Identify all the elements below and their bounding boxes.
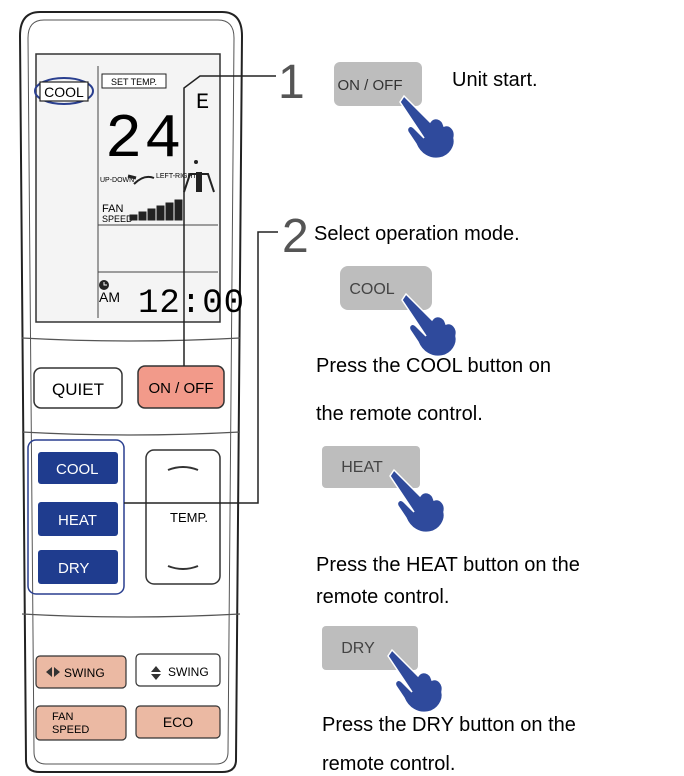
lcd-content: COOL SET TEMP. 24 E UP-DOWN LEFT-RIGHT F… bbox=[34, 73, 245, 323]
temp-label: TEMP. bbox=[170, 510, 208, 525]
mode-dry-button-illustration: DRY bbox=[322, 626, 444, 714]
fan-level-bar bbox=[147, 208, 156, 221]
remote-dry-label: DRY bbox=[58, 560, 89, 577]
swing-lr-arrows-icon bbox=[46, 667, 60, 677]
lcd-fan-label-1: FAN bbox=[102, 203, 123, 215]
fan-level-bars bbox=[129, 199, 183, 221]
mode-cool-button-illustration: COOL bbox=[340, 266, 458, 358]
mode-dry-button-label: DRY bbox=[341, 640, 375, 657]
temp-rocker[interactable]: TEMP. bbox=[145, 449, 221, 585]
remote-dry-button[interactable]: DRY bbox=[38, 550, 118, 584]
temp-down-icon[interactable] bbox=[167, 565, 199, 570]
step-1-number: 1 bbox=[278, 56, 305, 109]
eco-button[interactable]: ECO bbox=[135, 705, 221, 739]
lcd-am-label: AM bbox=[99, 289, 120, 305]
lcd-temperature: 24 bbox=[105, 104, 183, 175]
swing-lr-label: SWING bbox=[64, 666, 105, 680]
remote-heat-label: HEAT bbox=[58, 512, 97, 529]
pointing-hand-icon bbox=[399, 95, 456, 160]
fan-speed-label-2: SPEED bbox=[52, 724, 89, 736]
swing-ud-arrows-icon bbox=[151, 666, 161, 680]
remote-heat-button[interactable]: HEAT bbox=[38, 502, 118, 536]
lcd-updown-label: UP-DOWN bbox=[100, 177, 134, 184]
step-2-text: Select operation mode. bbox=[314, 223, 520, 245]
fan-level-bar bbox=[174, 199, 183, 221]
step-2-number: 2 bbox=[282, 210, 309, 263]
remote-on-off-button[interactable]: ON / OFF bbox=[137, 365, 225, 409]
cool-highlight-ring bbox=[34, 77, 94, 105]
fan-speed-label-1: FAN bbox=[52, 711, 73, 723]
fan-level-bar bbox=[156, 205, 165, 221]
step-1-text: Unit start. bbox=[452, 69, 538, 91]
mode-dry-line-2: remote control. bbox=[322, 753, 455, 775]
swing-updown-button[interactable]: SWING bbox=[135, 653, 221, 687]
mode-dry-line-1: Press the DRY button on the bbox=[322, 714, 576, 736]
swing-ud-label: SWING bbox=[168, 665, 209, 679]
mode-heat-button-illustration: HEAT bbox=[322, 446, 446, 534]
swing-updown-icon bbox=[133, 175, 155, 185]
remote-on-off-label: ON / OFF bbox=[149, 380, 214, 397]
step-1-on-off-button: ON / OFF bbox=[334, 62, 456, 160]
mode-cool-button-label: COOL bbox=[349, 281, 394, 298]
mode-heat-line-1: Press the HEAT button on the bbox=[316, 554, 580, 576]
remote-cool-label: COOL bbox=[56, 461, 99, 478]
lcd-unit: E bbox=[196, 90, 209, 115]
quiet-button-label: QUIET bbox=[52, 380, 104, 399]
lcd-mode-text: COOL bbox=[44, 84, 84, 100]
remote-cool-button[interactable]: COOL bbox=[38, 452, 118, 484]
fan-speed-button[interactable]: FAN SPEED bbox=[35, 705, 127, 741]
step-1-button-label: ON / OFF bbox=[338, 77, 403, 94]
mode-heat-line-2: remote control. bbox=[316, 586, 449, 608]
mode-button-group bbox=[27, 439, 125, 595]
lcd-set-temp-label: SET TEMP. bbox=[111, 77, 157, 87]
mode-cool-line-1: Press the COOL button on bbox=[316, 355, 551, 377]
eco-label: ECO bbox=[163, 714, 193, 730]
temp-up-icon[interactable] bbox=[167, 466, 199, 471]
mode-heat-button-label: HEAT bbox=[341, 459, 383, 476]
callout-leaders bbox=[124, 75, 278, 504]
fan-level-bar bbox=[165, 202, 174, 221]
fan-level-bar bbox=[129, 214, 138, 221]
mode-cool-line-2: the remote control. bbox=[316, 403, 483, 425]
swing-leftright-button[interactable]: SWING bbox=[35, 655, 127, 689]
quiet-button[interactable]: QUIET bbox=[33, 367, 123, 409]
fan-level-bar bbox=[138, 211, 147, 221]
lcd-fan-label-2: SPEED bbox=[102, 214, 133, 224]
lcd-leftright-label: LEFT-RIGHT bbox=[156, 173, 198, 180]
lcd-time: 12:00 bbox=[138, 285, 245, 323]
